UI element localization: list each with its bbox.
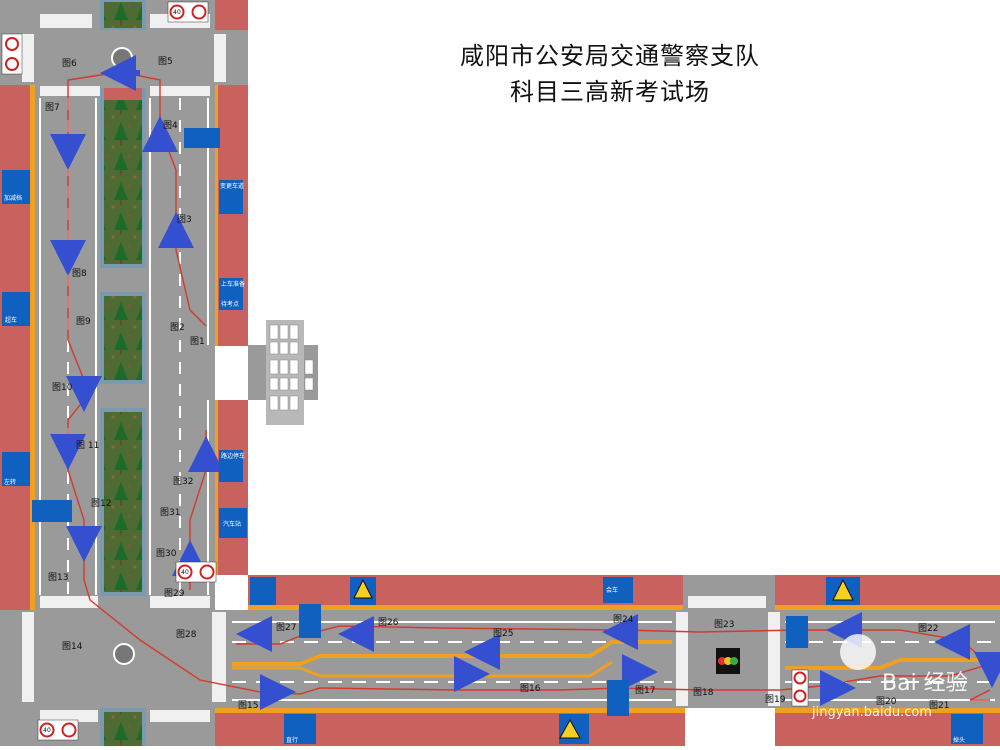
svg-text:掉头: 掉头 [953, 736, 965, 744]
road-top-left-corner [0, 0, 36, 30]
left-curb [30, 85, 35, 610]
right-sidewalk-top [215, 0, 248, 30]
figure-label: 图1 [190, 336, 205, 347]
figure-label: 图15 [238, 700, 258, 711]
left-sidewalk [0, 85, 34, 610]
svg-text:40: 40 [181, 569, 189, 576]
svg-text:路边停车: 路边停车 [221, 452, 245, 460]
figure-label: 图16 [520, 683, 541, 694]
figure-label: 图2 [170, 322, 185, 333]
title-line-2: 科目三高新考试场 [510, 78, 710, 106]
figure-label: 图8 [72, 268, 87, 279]
center-line-east [785, 658, 995, 670]
figure-label: 图3 [177, 214, 192, 225]
svg-text:40: 40 [173, 9, 181, 16]
svg-text:待考点: 待考点 [221, 300, 239, 308]
top-curb-h1 [248, 605, 683, 610]
figure-label: 图26 [378, 617, 399, 628]
figure-label: 图 11 [76, 440, 99, 451]
figure-label: 图17 [635, 685, 655, 696]
figure-label: 图21 [929, 700, 949, 711]
figure-label: 图5 [158, 56, 173, 67]
svg-text:直行: 直行 [286, 736, 298, 744]
figure-label: 图20 [876, 696, 897, 707]
figure-label: 图31 [160, 507, 180, 518]
right-curb-lower [213, 400, 218, 575]
figure-labels: 图1 图2 图3 图4 图5 图6 图7 图8 图9 图10 图 11 图12 … [45, 56, 949, 711]
figure-label: 图32 [173, 476, 193, 487]
speed-values: 40 40 40 [43, 9, 189, 734]
figure-label: 图4 [163, 120, 178, 131]
speed-limit-signs [1, 1, 809, 741]
figure-label: 图7 [45, 102, 60, 113]
figure-label: 图30 [156, 548, 177, 559]
figure-label: 图18 [693, 687, 714, 698]
figure-label: 图24 [613, 614, 634, 625]
crosswalks-bottom [22, 596, 780, 722]
exam-route [67, 71, 992, 695]
figure-label: 图13 [48, 572, 68, 583]
svg-text:汽车站: 汽车站 [223, 520, 241, 528]
right-curb-upper [213, 78, 218, 346]
svg-text:超车: 超车 [5, 316, 17, 324]
figure-label: 图29 [164, 588, 185, 599]
figure-label: 图10 [52, 382, 73, 393]
figure-label: 图23 [714, 619, 734, 630]
svg-text:40: 40 [43, 727, 51, 734]
top-sidewalk-h2 [775, 575, 1000, 610]
sign-captions: 变更车道 上车准备 待考点 路边停车 汽车站 会车 超车 加减档 左转 掉头 直… [4, 182, 965, 744]
svg-text:上车准备: 上车准备 [221, 280, 245, 288]
figure-label: 图9 [76, 316, 91, 327]
figure-label: 图27 [276, 622, 296, 633]
watermark: Bai 经验 jingyan.baidu.com [811, 634, 968, 720]
svg-text:会车: 会车 [606, 586, 618, 594]
figure-label: 图19 [765, 694, 786, 705]
right-sidewalk-lower [215, 400, 248, 575]
figure-label: 图6 [62, 58, 77, 69]
crosswalk-stripes-top [22, 14, 226, 96]
svg-text:加减档: 加减档 [4, 194, 22, 202]
figure-label: 图22 [918, 623, 938, 634]
figure-label: 图28 [176, 629, 197, 640]
traffic-light [716, 648, 740, 674]
parking-spaces [269, 324, 314, 411]
svg-text:jingyan.baidu.com: jingyan.baidu.com [811, 705, 932, 720]
svg-text:Bai 经验: Bai 经验 [882, 671, 968, 696]
warning-signs [353, 578, 854, 739]
svg-text:变更车道: 变更车道 [220, 182, 244, 190]
figure-label: 图14 [62, 641, 83, 652]
svg-text:左转: 左转 [4, 478, 16, 486]
figure-label: 图12 [91, 498, 111, 509]
figure-label: 图25 [493, 628, 513, 639]
title-line-1: 咸阳市公安局交通警察支队 [460, 42, 760, 70]
